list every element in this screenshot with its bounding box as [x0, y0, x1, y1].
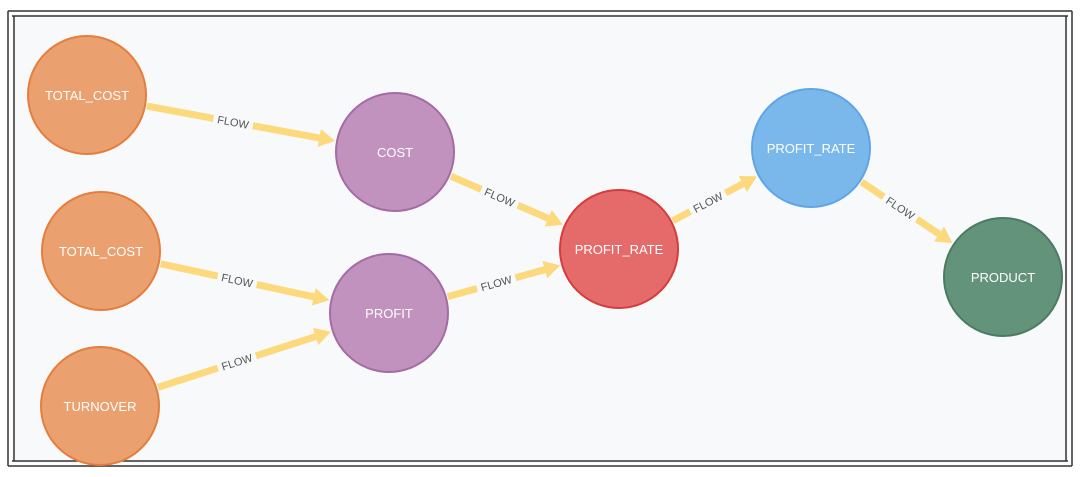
- node-label: PROFIT_RATE: [767, 141, 856, 156]
- node-circle: [751, 88, 871, 208]
- edge-flow[interactable]: FLOW: [146, 102, 336, 147]
- edge-shaft: [446, 285, 478, 301]
- arrow-head-icon: [312, 328, 331, 346]
- edge-flow[interactable]: FLOW: [159, 260, 330, 306]
- node-profit[interactable]: PROFIT: [329, 253, 449, 373]
- node-circle: [27, 35, 147, 155]
- edge-shaft: [146, 102, 215, 122]
- edge-shaft: [156, 364, 219, 391]
- node-product[interactable]: PRODUCT: [943, 217, 1063, 337]
- node-profit-rate-2[interactable]: PROFIT_RATE: [751, 88, 871, 208]
- node-circle: [41, 191, 161, 311]
- edge-shaft: [254, 333, 317, 360]
- node-total-cost-1[interactable]: TOTAL_COST: [27, 35, 147, 155]
- edge-shaft: [723, 180, 745, 197]
- arrow-head-icon: [317, 129, 336, 147]
- edge-shaft: [516, 202, 550, 222]
- nodes-layer: TOTAL_COST TOTAL_COST TURNOVER COST PROFIT PR…: [27, 35, 1063, 466]
- edge-shaft: [252, 122, 320, 142]
- arrow-head-icon: [544, 210, 564, 227]
- node-label: PRODUCT: [971, 270, 1035, 285]
- canvas-background: [12, 14, 1068, 463]
- edge-shaft: [159, 260, 219, 280]
- node-turnover[interactable]: TURNOVER: [40, 346, 160, 466]
- edge-label: FLOW: [216, 114, 250, 132]
- node-profit-rate-1[interactable]: PROFIT_RATE: [559, 189, 679, 309]
- edge-shaft: [671, 208, 692, 224]
- arrow-head-icon: [738, 175, 758, 192]
- canvas-frame: [7, 10, 1073, 467]
- arrow-head-icon: [934, 226, 953, 243]
- node-label: TURNOVER: [64, 399, 137, 414]
- arrow-head-icon: [542, 260, 561, 279]
- node-label: PROFIT_RATE: [575, 242, 664, 257]
- edge-shaft: [915, 216, 942, 237]
- node-circle: [40, 346, 160, 466]
- node-circle: [335, 92, 455, 212]
- edge-shaft: [514, 266, 546, 282]
- node-total-cost-2[interactable]: TOTAL_COST: [41, 191, 161, 311]
- node-circle: [943, 217, 1063, 337]
- edge-shaft: [449, 173, 483, 193]
- edge-shaft: [859, 179, 886, 200]
- node-label: PROFIT: [365, 306, 413, 321]
- node-circle: [559, 189, 679, 309]
- arrow-head-icon: [311, 287, 330, 306]
- node-circle: [329, 253, 449, 373]
- node-label: TOTAL_COST: [45, 88, 129, 103]
- node-cost[interactable]: COST: [335, 92, 455, 212]
- edge-shaft: [255, 281, 315, 301]
- node-label: TOTAL_COST: [59, 244, 143, 259]
- node-label: COST: [377, 145, 413, 160]
